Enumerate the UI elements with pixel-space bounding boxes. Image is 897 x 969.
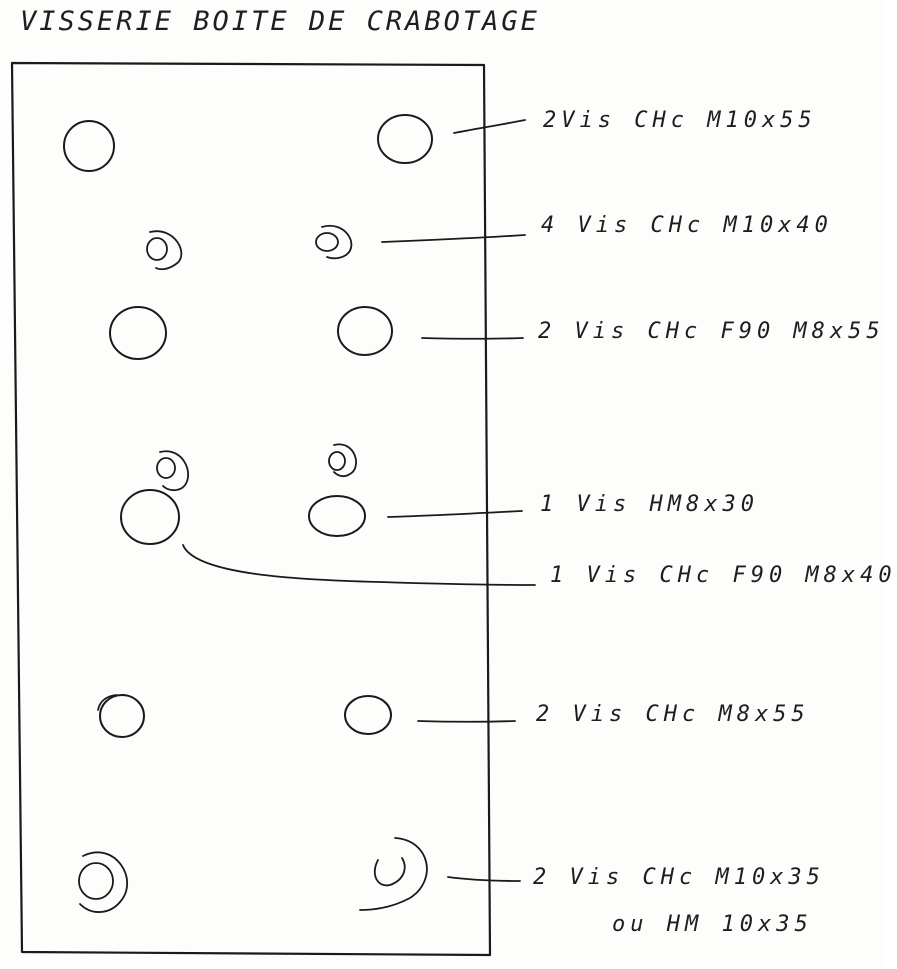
hole-m8x55-right bbox=[344, 695, 392, 735]
hole-m10x55-left bbox=[63, 120, 115, 172]
hole-f90-m8x55-left bbox=[109, 306, 167, 360]
drawing-title: VISSERIE BOITE DE CRABOTAGE bbox=[20, 6, 540, 37]
hole-m8x55-left bbox=[97, 694, 145, 738]
label-m10x55: 2Vis CHc M10x55 bbox=[543, 108, 817, 133]
label-m10x35: 2 Vis CHc M10x35 bbox=[533, 865, 825, 890]
hole-hm8x30 bbox=[308, 495, 366, 537]
label-m8x55: 2 Vis CHc M8x55 bbox=[536, 702, 810, 727]
leader-m10x40 bbox=[381, 234, 526, 243]
label-f90-m8x55: 2 Vis CHc F90 M8x55 bbox=[538, 319, 885, 344]
hole-m10x40-right bbox=[315, 224, 353, 260]
hole-f90-m8x55-right bbox=[337, 306, 393, 356]
plate-outline bbox=[10, 61, 492, 957]
leader-m8x55 bbox=[417, 720, 516, 723]
leader-f90-m8x40 bbox=[182, 544, 536, 586]
label-hm10x35: ou HM 10x35 bbox=[612, 912, 813, 937]
leader-hm8x30 bbox=[387, 510, 523, 518]
label-m10x40: 4 Vis CHc M10x40 bbox=[541, 213, 833, 238]
hole-small-right bbox=[328, 443, 357, 478]
hole-m10x40-left bbox=[146, 230, 183, 271]
hole-f90-m8x40 bbox=[120, 489, 180, 545]
hole-m10x35-left bbox=[78, 851, 128, 913]
leader-m10x35 bbox=[447, 876, 521, 882]
label-f90-m8x40: 1 Vis CHc F90 M8x40 bbox=[550, 563, 897, 588]
hole-m10x35-right bbox=[359, 837, 428, 911]
leader-f90-m8x55 bbox=[421, 337, 524, 340]
leader-m10x55 bbox=[453, 119, 526, 134]
label-hm8x30: 1 Vis HM8x30 bbox=[540, 492, 759, 517]
hole-m10x55-right bbox=[377, 114, 433, 164]
hole-small-left bbox=[156, 450, 189, 492]
